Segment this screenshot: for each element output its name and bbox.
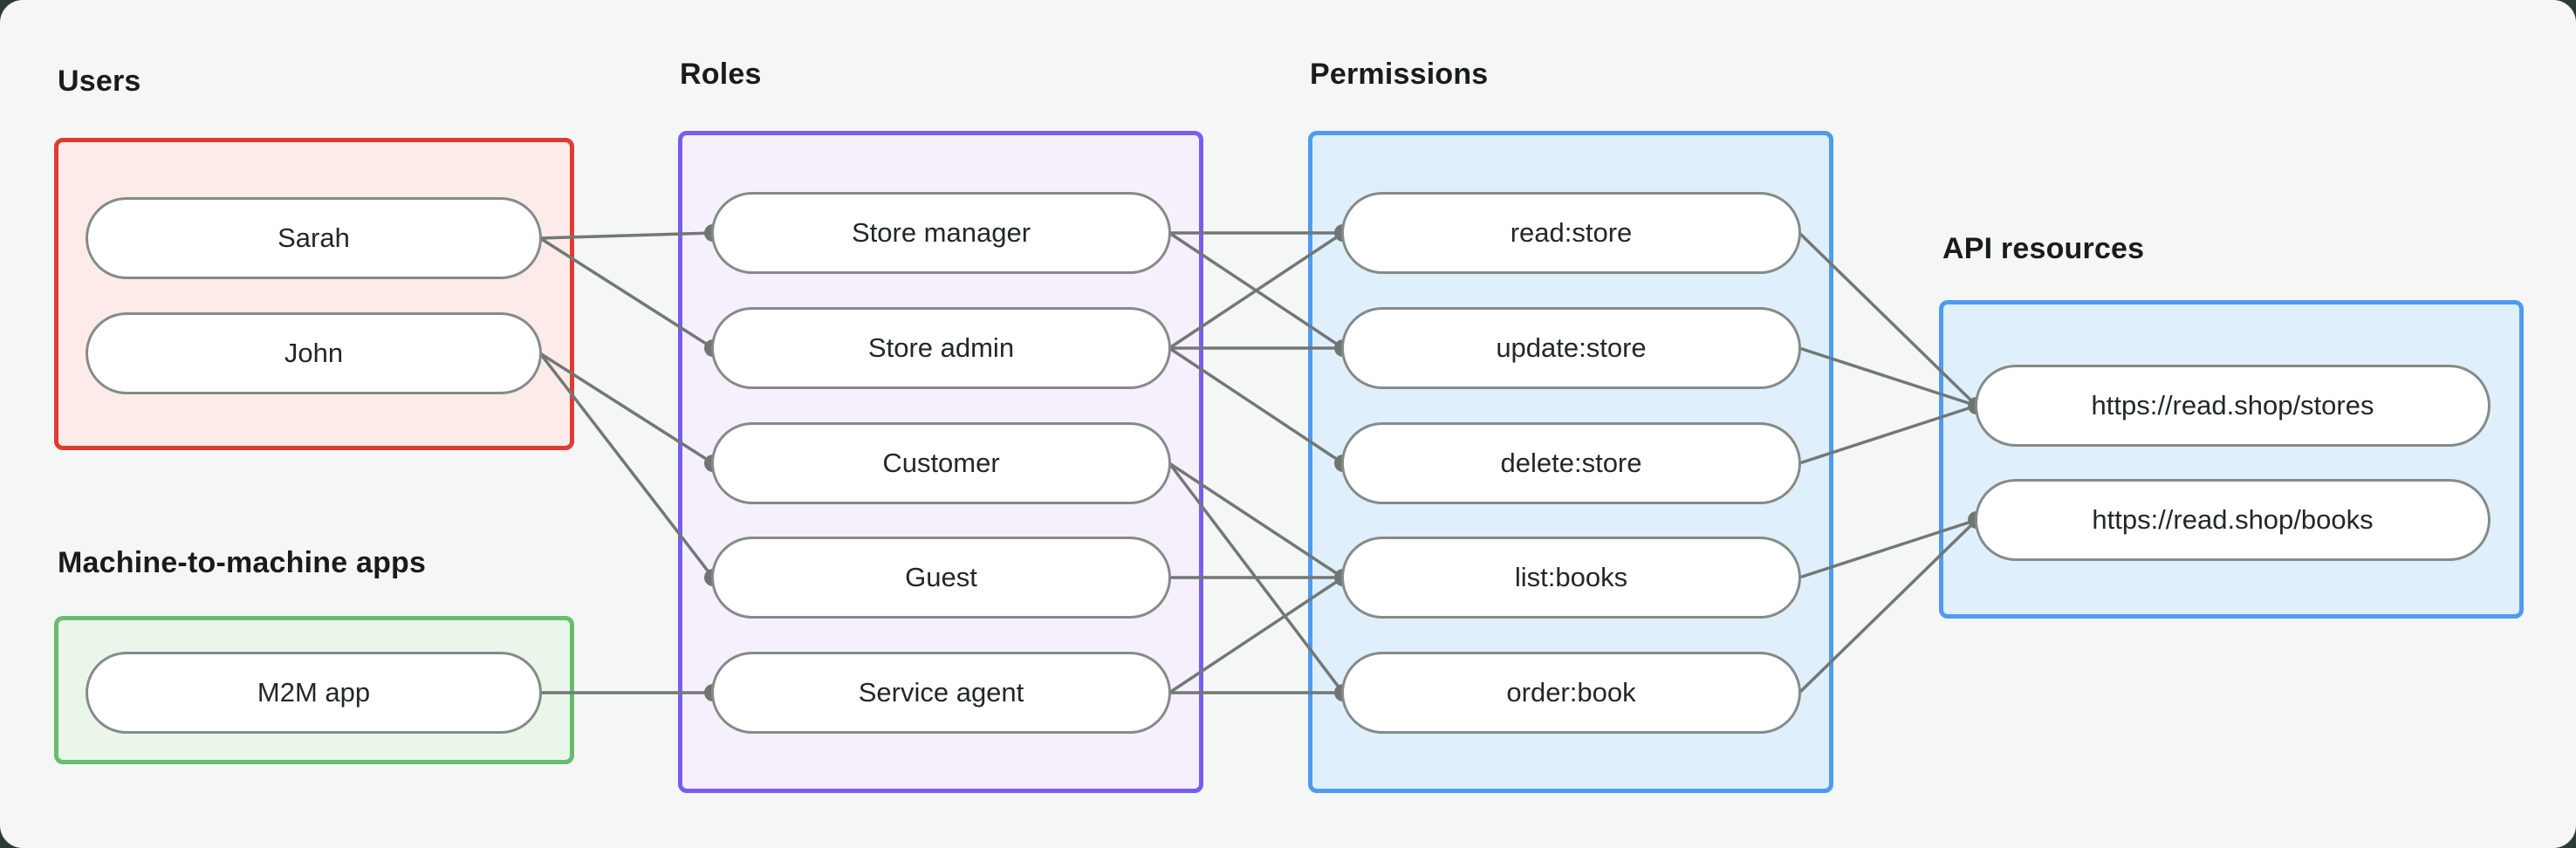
- node-sarah: Sarah: [86, 197, 542, 279]
- node-read-store: read:store: [1341, 192, 1801, 274]
- node-store-manager: Store manager: [711, 192, 1171, 274]
- node-stores: https://read.shop/stores: [1975, 365, 2490, 447]
- edge-delete-store-to-stores: [1798, 404, 1977, 465]
- node-order-book: order:book: [1341, 652, 1801, 734]
- node-store-admin: Store admin: [711, 307, 1171, 389]
- edge-store-admin-to-read-store: [1168, 231, 1344, 350]
- node-service-agent: Service agent: [711, 652, 1171, 734]
- node-guest: Guest: [711, 537, 1171, 619]
- node-update-store: update:store: [1341, 307, 1801, 389]
- edge-customer-to-list-books: [1168, 462, 1344, 579]
- node-books: https://read.shop/books: [1975, 479, 2490, 561]
- edge-read-store-to-stores: [1798, 231, 1978, 407]
- group-label-api-resources: API resources: [1942, 232, 2145, 265]
- node-john: John: [86, 312, 542, 394]
- edge-list-books-to-books: [1798, 518, 1977, 579]
- node-m2m-app: M2M app: [86, 652, 542, 734]
- edge-service-agent-to-list-books: [1168, 576, 1344, 694]
- group-label-machine-to-machine-apps: Machine-to-machine apps: [58, 546, 427, 579]
- group-label-permissions: Permissions: [1310, 58, 1489, 91]
- edge-sarah-to-store-admin: [539, 236, 714, 350]
- group-box-users: [54, 138, 574, 450]
- edge-order-book-to-books: [1798, 518, 1978, 694]
- edge-john-to-guest: [538, 352, 715, 579]
- group-label-users: Users: [58, 65, 141, 98]
- node-customer: Customer: [711, 422, 1171, 504]
- edge-update-store-to-stores: [1798, 346, 1977, 407]
- edge-sarah-to-store-manager: [539, 231, 714, 240]
- node-list-books: list:books: [1341, 537, 1801, 619]
- edge-john-to-customer: [539, 352, 714, 465]
- edge-store-admin-to-delete-store: [1168, 346, 1344, 465]
- node-delete-store: delete:store: [1341, 422, 1801, 504]
- group-label-roles: Roles: [680, 58, 762, 91]
- group-box-api-resources: [1939, 300, 2524, 619]
